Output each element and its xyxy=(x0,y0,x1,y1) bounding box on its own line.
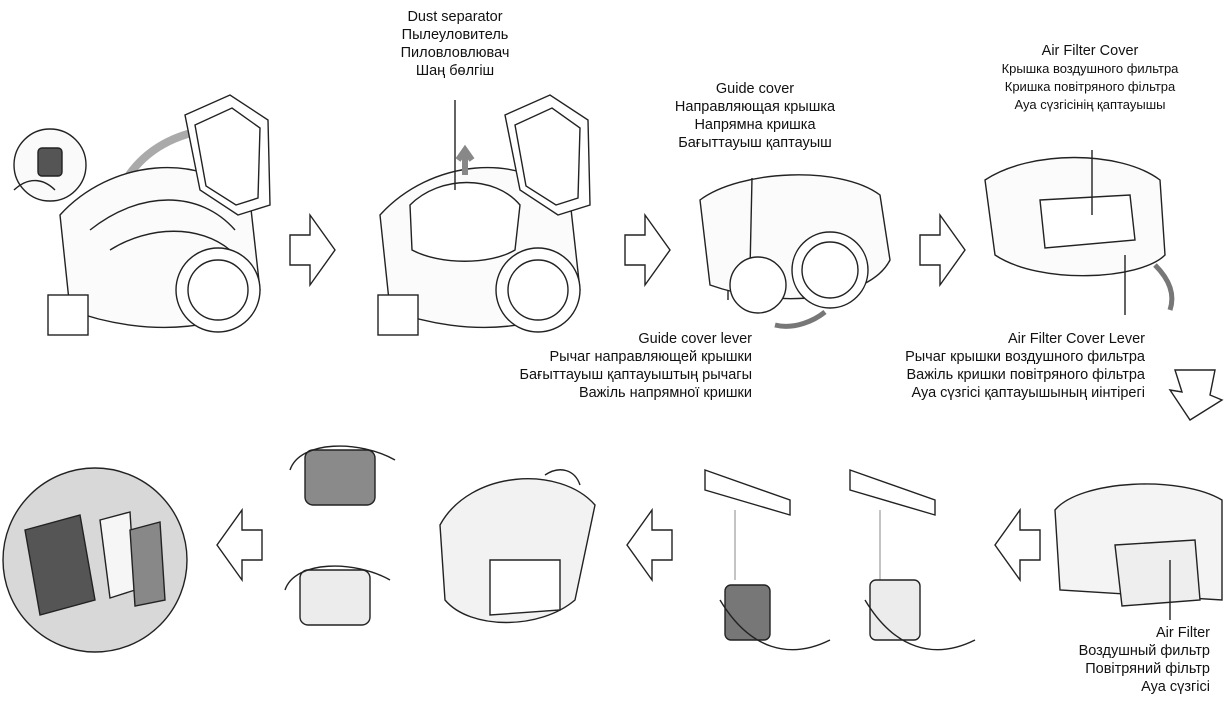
air-filter-en: Air Filter xyxy=(1020,624,1210,642)
dust-separator-ru: Пылеуловитель xyxy=(370,26,540,44)
final-assembly-illustration xyxy=(3,468,187,652)
air-filter-cover-lever-ru: Рычаг крышки воздушного фильтра xyxy=(800,348,1145,366)
air-filter-cover-uk: Кришка повітряного фільтра xyxy=(975,78,1205,96)
step-arrow-right-3 xyxy=(920,215,965,285)
guide-cover-en: Guide cover xyxy=(640,80,870,98)
guide-cover-kk: Бағыттауыш қаптауыш xyxy=(640,134,870,152)
guide-cover-label: Guide cover Направляющая крышка Напрямна… xyxy=(640,80,870,152)
dust-separator-label: Dust separator Пылеуловитель Пиловловлюв… xyxy=(370,8,540,80)
guide-cover-lever-ru: Рычаг направляющей крышки xyxy=(500,348,752,366)
reassemble-filter-illustration xyxy=(440,470,595,623)
air-filter-cover-illustration xyxy=(985,150,1172,315)
air-filter-cover-lever-label: Air Filter Cover Lever Рычаг крышки возд… xyxy=(800,330,1145,402)
guide-cover-lever-uk: Важіль напрямної кришки xyxy=(500,384,752,402)
dust-separator-kk: Шаң бөлгіш xyxy=(370,62,540,80)
air-filter-cover-lever-en: Air Filter Cover Lever xyxy=(800,330,1145,348)
guide-cover-lever-en: Guide cover lever xyxy=(500,330,752,348)
step-arrow-right-2 xyxy=(625,215,670,285)
vacuum-step1-illustration xyxy=(14,95,270,335)
air-filter-ru: Воздушный фильтр xyxy=(1020,642,1210,660)
dust-separator-uk: Пиловловлювач xyxy=(370,44,540,62)
step-arrow-left-1 xyxy=(995,510,1040,580)
guide-cover-lever-label: Guide cover lever Рычаг направляющей кры… xyxy=(500,330,752,402)
air-filter-cover-kk: Ауа сүзгісінің қаптауышы xyxy=(975,96,1205,114)
air-filter-kk: Ауа сүзгісі xyxy=(1020,678,1210,696)
shaking-filter-illustration xyxy=(285,446,395,625)
vacuum-step2-illustration xyxy=(378,95,590,335)
step-arrow-left-3 xyxy=(217,510,262,580)
air-filter-cover-lever-uk: Важіль кришки повітряного фільтра xyxy=(800,366,1145,384)
air-filter-removal-illustration xyxy=(1055,484,1222,620)
air-filter-uk: Повітряний фільтр xyxy=(1020,660,1210,678)
guide-cover-uk: Напрямна кришка xyxy=(640,116,870,134)
guide-cover-lever-kk: Бағыттауыш қаптауыштың рычагы xyxy=(500,366,752,384)
dust-separator-illustration xyxy=(700,175,890,326)
guide-cover-ru: Направляющая крышка xyxy=(640,98,870,116)
washing-filter-illustration xyxy=(705,470,975,650)
air-filter-cover-en: Air Filter Cover xyxy=(975,42,1205,60)
air-filter-cover-lever-kk: Ауа сүзгісі қаптауышының иінтірегі xyxy=(800,384,1145,402)
air-filter-label: Air Filter Воздушный фильтр Повітряний ф… xyxy=(1020,624,1210,696)
step-arrow-down-left xyxy=(1170,370,1222,420)
step-arrow-right-1 xyxy=(290,215,335,285)
air-filter-cover-label: Air Filter Cover Крышка воздушного фильт… xyxy=(975,42,1205,114)
step-arrow-left-2 xyxy=(627,510,672,580)
air-filter-cover-ru: Крышка воздушного фильтра xyxy=(975,60,1205,78)
dust-separator-en: Dust separator xyxy=(370,8,540,26)
